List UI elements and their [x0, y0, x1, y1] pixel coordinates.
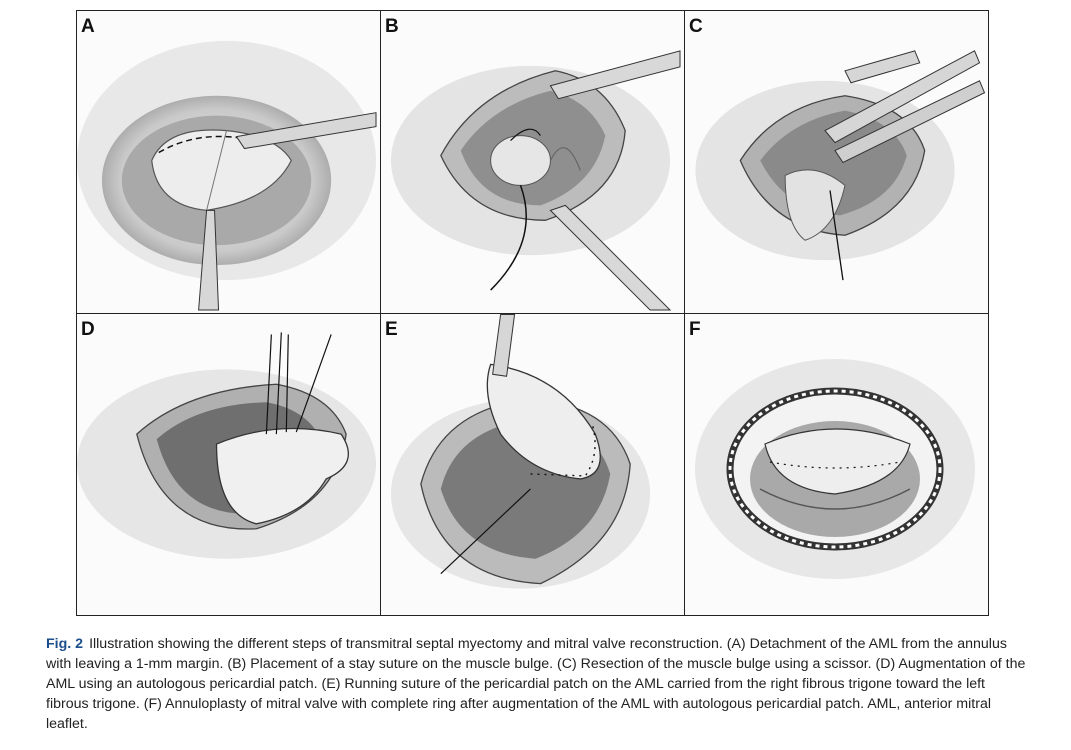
panel-c: C [685, 11, 988, 314]
panel-letter-b: B [385, 16, 399, 37]
panel-letter-f: F [689, 319, 701, 340]
panel-d: D [77, 314, 381, 615]
illustration-aml-detachment [77, 11, 380, 313]
figure-label: Fig. 2 [46, 636, 84, 652]
illustration-annuloplasty-ring [685, 314, 988, 615]
illustration-running-suture [381, 314, 684, 615]
illustration-muscle-resection [685, 11, 988, 313]
illustration-pericardial-patch-augmentation [77, 314, 380, 615]
panel-letter-e: E [385, 319, 398, 340]
panel-b: B [381, 11, 685, 314]
illustration-stay-suture [381, 11, 684, 313]
caption-text: Illustration showing the different steps… [46, 636, 1026, 732]
panel-letter-c: C [689, 16, 703, 37]
panel-letter-a: A [81, 16, 95, 37]
panel-a: A [77, 11, 381, 314]
panel-f: F [685, 314, 988, 615]
panel-e: E [381, 314, 685, 615]
panel-letter-d: D [81, 319, 95, 340]
figure-panel-grid: A B [76, 10, 989, 616]
